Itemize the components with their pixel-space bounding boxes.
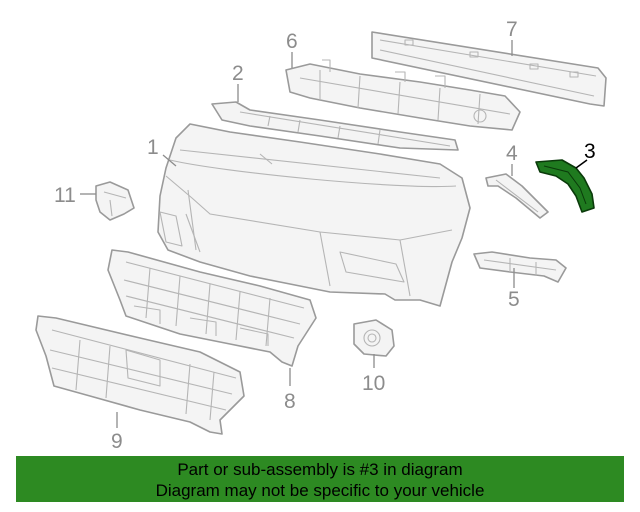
part-5-lower-bracket[interactable] bbox=[473, 251, 567, 283]
part-7-reinforcement-beam[interactable] bbox=[371, 31, 607, 107]
info-banner: Part or sub-assembly is #3 in diagram Di… bbox=[16, 456, 624, 502]
parts-diagram: 1 2 3 4 5 6 7 8 9 10 11 bbox=[35, 18, 607, 453]
leader-lines bbox=[80, 40, 588, 428]
callout-10: 10 bbox=[362, 372, 385, 395]
part-4-bracket[interactable] bbox=[485, 173, 549, 219]
part-10-fog-bezel[interactable] bbox=[353, 319, 395, 357]
callout-6: 6 bbox=[286, 30, 298, 53]
part-2-fascia-support[interactable] bbox=[211, 101, 459, 151]
callout-11: 11 bbox=[54, 184, 76, 207]
banner-line-1: Part or sub-assembly is #3 in diagram bbox=[177, 460, 463, 479]
callout-8: 8 bbox=[284, 390, 296, 413]
callout-1: 1 bbox=[147, 136, 159, 159]
part-11-side-bracket[interactable] bbox=[95, 181, 135, 221]
banner-line-2: Diagram may not be specific to your vehi… bbox=[155, 481, 485, 500]
callout-7: 7 bbox=[506, 18, 518, 41]
callout-5: 5 bbox=[508, 288, 520, 311]
callout-4: 4 bbox=[506, 142, 518, 165]
part-3-bracket-highlighted[interactable] bbox=[535, 159, 595, 213]
part-9-lower-grille[interactable] bbox=[35, 315, 245, 435]
callout-2: 2 bbox=[232, 62, 244, 85]
part-6-energy-absorber[interactable] bbox=[285, 59, 521, 131]
callout-3: 3 bbox=[584, 140, 596, 163]
part-1-bumper-fascia[interactable] bbox=[157, 123, 471, 307]
part-8-upper-grille[interactable] bbox=[107, 249, 317, 367]
callout-9: 9 bbox=[111, 430, 123, 453]
